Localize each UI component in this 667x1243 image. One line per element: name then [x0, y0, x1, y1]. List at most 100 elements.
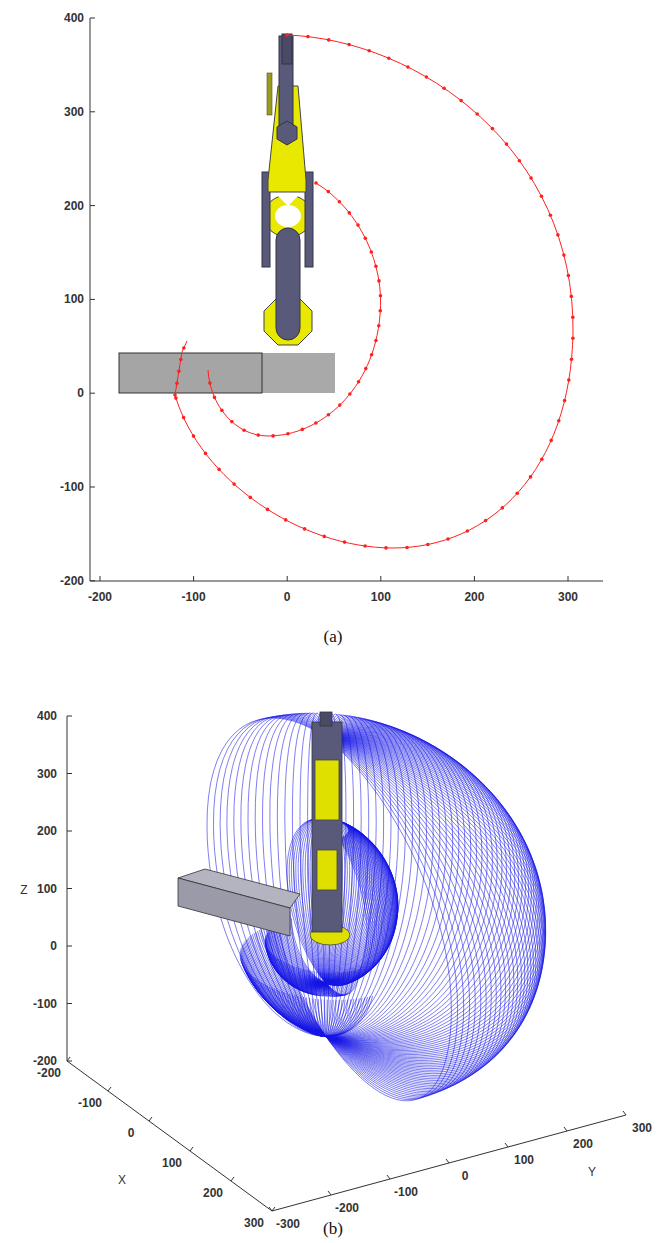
curve-point	[484, 519, 488, 523]
mesh-line	[227, 716, 365, 1036]
y-axis	[272, 1115, 626, 1211]
curve-point	[426, 543, 430, 547]
curve-point	[363, 544, 367, 548]
tick-label: -100	[394, 1186, 418, 1198]
axis-tick	[328, 1191, 331, 1195]
outer-curve	[175, 35, 573, 548]
curve-point	[220, 409, 224, 413]
axes	[90, 18, 603, 581]
curve-point	[348, 211, 352, 215]
axis-title: Y	[588, 1166, 596, 1178]
curve-point	[347, 43, 351, 47]
curve-point	[466, 529, 470, 533]
robot-3d	[178, 712, 350, 945]
mesh-line	[248, 715, 357, 1037]
curve-point	[387, 56, 391, 60]
tick-label: 200	[573, 1138, 593, 1150]
mesh-line	[309, 716, 368, 1037]
curve-point	[338, 403, 342, 407]
curve-point	[249, 496, 253, 500]
panel-label: (b)	[323, 1220, 343, 1237]
tick-label: 0	[77, 387, 84, 399]
mesh-line	[257, 732, 502, 1039]
tick-label: 300	[244, 1217, 264, 1229]
curve-point	[505, 142, 509, 146]
curve-point	[379, 294, 383, 298]
curve-point	[459, 99, 463, 103]
axis-tick	[564, 1127, 567, 1131]
curve-point	[425, 75, 429, 79]
tick-label: -100	[60, 481, 84, 493]
curve-point	[213, 396, 217, 400]
curve-point	[301, 428, 305, 432]
axis-tick	[272, 1207, 275, 1211]
curve-point	[356, 223, 360, 227]
hook-curve	[175, 341, 187, 395]
mesh-line	[301, 717, 392, 1036]
mesh-line	[267, 728, 476, 1037]
table-extension	[262, 353, 335, 393]
curve-point	[405, 546, 409, 550]
curve-point	[208, 381, 212, 385]
axis-tick	[67, 1003, 72, 1004]
tick-label: 300	[632, 1122, 652, 1134]
mesh-line	[315, 715, 353, 1037]
curve-point	[557, 419, 561, 423]
curve-point	[271, 434, 275, 438]
mesh-line	[270, 714, 348, 1037]
mesh-line	[255, 714, 354, 1037]
curve-point	[442, 86, 446, 90]
axis-tick	[67, 946, 72, 947]
tick-label: -100	[182, 591, 206, 603]
tick-label: 0	[284, 591, 291, 603]
axis-title: X	[118, 1174, 126, 1186]
mesh-line	[263, 730, 488, 1038]
mesh-line	[287, 721, 427, 1037]
tick-label: -100	[78, 1097, 102, 1109]
curve-point	[491, 127, 495, 131]
curve-point	[364, 236, 368, 240]
mesh-line	[281, 723, 440, 1037]
axis-tick	[67, 716, 72, 717]
curve-point	[370, 353, 374, 357]
curve-point	[563, 399, 567, 403]
axes-3d	[67, 716, 626, 1211]
curve-point	[374, 264, 378, 268]
tick-label: 300	[64, 106, 84, 118]
tick-label: 400	[64, 12, 84, 24]
axis-tick	[387, 1175, 390, 1179]
curve-point	[570, 295, 574, 299]
x-axis	[67, 1061, 272, 1211]
curve-point	[327, 190, 331, 194]
curve-point	[571, 316, 575, 320]
curve-point	[173, 393, 177, 397]
mesh-line	[247, 737, 529, 1045]
curve-point	[516, 491, 520, 495]
curve-point	[323, 535, 327, 539]
axis-tick	[231, 1177, 234, 1181]
curve-point	[357, 380, 361, 384]
tick-label: 0	[50, 940, 57, 952]
tick-label: 400	[37, 710, 57, 722]
mesh-line	[312, 715, 361, 1037]
table-block	[119, 353, 262, 393]
tick-label: -200	[88, 591, 112, 603]
curve-point	[174, 396, 178, 400]
curve-point	[314, 421, 318, 425]
curve-point	[204, 452, 208, 456]
curve-point	[177, 370, 181, 374]
axis-tick	[67, 773, 72, 774]
curve-point	[549, 439, 553, 443]
curve-point	[327, 38, 331, 42]
curve-point	[338, 200, 342, 204]
curve-point	[518, 159, 522, 163]
tick-label: 100	[371, 591, 391, 603]
curve-point	[540, 457, 544, 461]
curve-point	[192, 434, 196, 438]
curve-point	[230, 420, 234, 424]
mesh-line	[306, 716, 376, 1037]
mesh-line	[277, 713, 345, 1036]
curve-point	[266, 508, 270, 512]
tick-label: -300	[276, 1218, 300, 1230]
